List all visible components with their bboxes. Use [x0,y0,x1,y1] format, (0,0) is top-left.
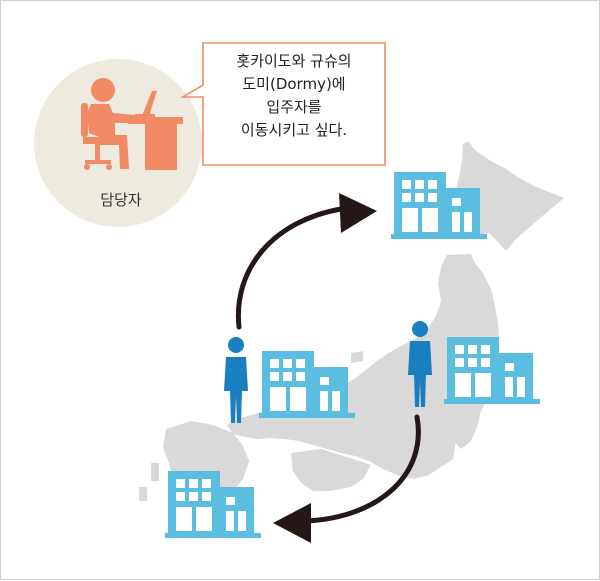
role-label: 담당자 [100,191,142,209]
building-icon [165,471,261,538]
japan-map [139,141,564,506]
building-icon [444,337,540,404]
speech-line-2: 도미(Dormy)에 [242,75,346,93]
curved-arrow-icon [235,193,377,330]
speech-line-4: 이동시키고 싶다. [240,121,348,139]
speech-bubble [180,42,386,166]
building-icon [259,351,355,418]
speech-line-1: 홋카이도와 규슈의 [236,52,352,70]
speech-text: 홋카이도와 규슈의 도미(Dormy)에 입주자를 이동시키고 싶다. [204,50,384,142]
person-icon [224,337,248,423]
speech-line-3: 입주자를 [266,98,322,116]
curved-arrow-icon [273,414,421,543]
desk-worker-icon [81,78,183,170]
